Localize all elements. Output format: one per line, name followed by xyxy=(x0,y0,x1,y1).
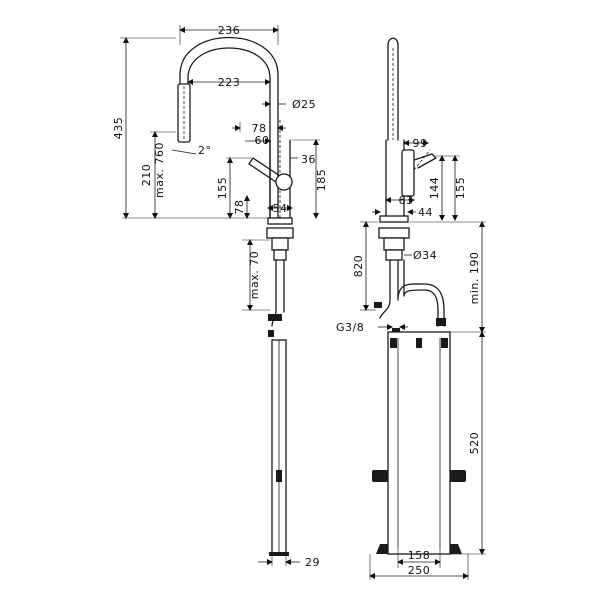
dim-min190: min. 190 xyxy=(468,252,481,305)
tap-base xyxy=(267,217,293,225)
lever-pivot xyxy=(275,173,293,191)
clamp-left xyxy=(372,470,388,482)
dim-223: 223 xyxy=(218,76,241,89)
lever-handle xyxy=(248,157,281,183)
dim-155: 155 xyxy=(216,177,229,200)
dim-54: 54 xyxy=(273,202,288,215)
dim-g38: G3/8 xyxy=(336,321,364,334)
dim-144: 144 xyxy=(428,177,441,200)
dim-435: 435 xyxy=(112,117,125,140)
dim-60: 60 xyxy=(255,134,270,147)
dim-155-side: 155 xyxy=(454,177,467,200)
dim-99: 99 xyxy=(413,137,428,150)
side-lever xyxy=(401,149,415,197)
front-view xyxy=(177,37,294,556)
dim-78-top: 78 xyxy=(252,122,267,135)
side-mount-nut xyxy=(378,227,410,239)
side-body xyxy=(385,139,405,221)
dim-29: 29 xyxy=(305,556,320,569)
dim-44: 44 xyxy=(418,206,433,219)
spout-arch-inner xyxy=(187,47,271,221)
clamp-right xyxy=(450,470,466,482)
dim-158: 158 xyxy=(408,549,431,562)
side-hose-left xyxy=(379,259,391,319)
dim-210: 210 xyxy=(140,164,153,187)
dim-820: 820 xyxy=(352,255,365,278)
dim-dia34: Ø34 xyxy=(413,249,437,262)
front-dimensions: 236 223 Ø25 435 210 max. 760 2° 78 60 36… xyxy=(112,24,328,569)
mount-nut xyxy=(266,227,294,239)
dim-78-base: 78 xyxy=(233,200,246,215)
dim-185: 185 xyxy=(315,169,328,192)
dim-max760: max. 760 xyxy=(153,142,166,198)
dim-max70: max. 70 xyxy=(248,251,261,299)
spout-arch xyxy=(179,37,279,221)
dim-63: 63 xyxy=(399,194,414,207)
weight-box xyxy=(387,331,451,555)
dim-250: 250 xyxy=(408,564,431,577)
dim-dia25: Ø25 xyxy=(292,98,316,111)
dim-520: 520 xyxy=(468,432,481,455)
dim-236: 236 xyxy=(218,24,241,37)
side-dimensions: 99 144 155 63 44 820 Ø34 min. 190 G3/8 5… xyxy=(336,137,486,580)
side-hose-loop xyxy=(397,259,445,327)
side-spout xyxy=(387,37,399,141)
dim-2deg: 2° xyxy=(198,144,212,157)
dim-36: 36 xyxy=(301,153,316,166)
side-view xyxy=(372,37,466,555)
